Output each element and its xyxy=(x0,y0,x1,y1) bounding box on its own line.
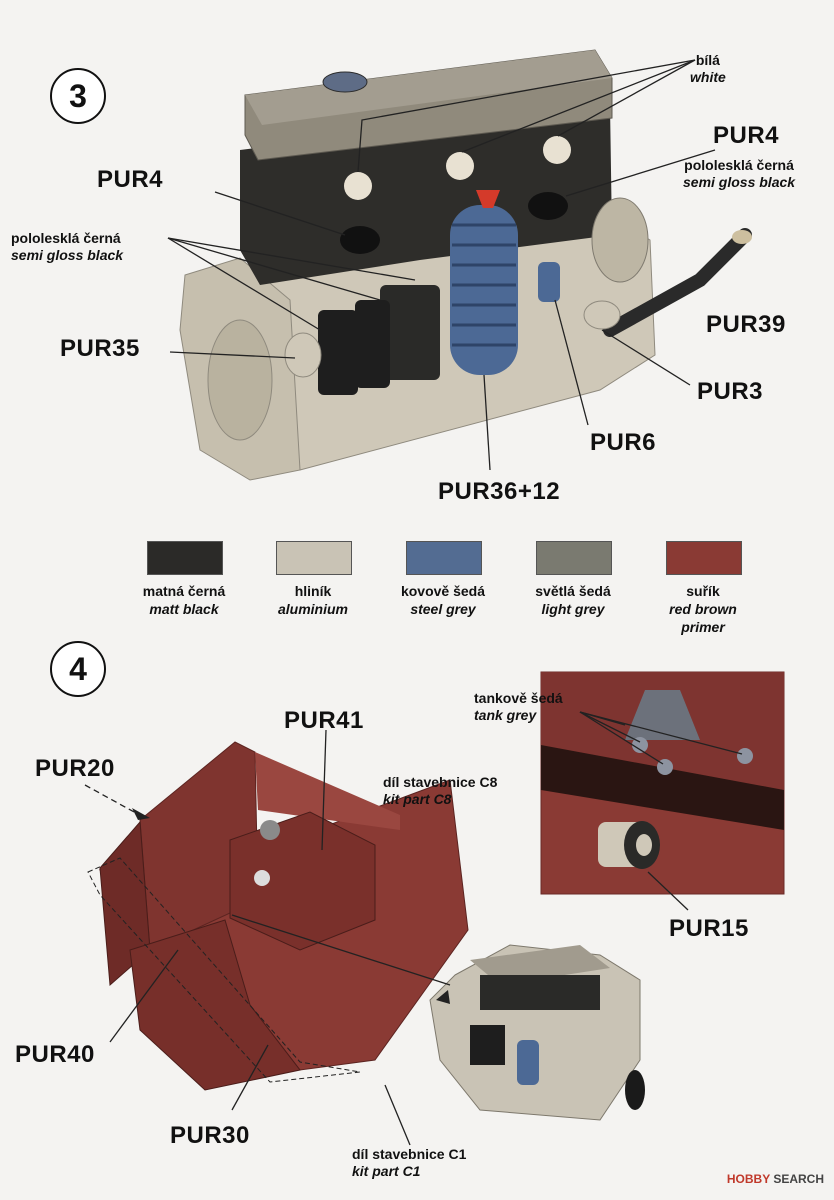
label-pur6: PUR6 xyxy=(590,429,657,456)
label-pur41: PUR41 xyxy=(284,707,364,734)
engine-small-illustration xyxy=(429,944,645,1121)
swatch-steel-grey xyxy=(406,541,482,575)
step-4-marker: 4 xyxy=(50,641,106,697)
step-3-marker: 3 xyxy=(50,68,106,124)
swatch-matt-black xyxy=(147,541,223,575)
leader-lines-step3 xyxy=(167,59,716,471)
label-pur4-right: PUR4 xyxy=(713,122,780,149)
label-pur39: PUR39 xyxy=(706,311,786,338)
label-pur15: PUR15 xyxy=(669,915,749,942)
watermark: HOBBY SEARCH xyxy=(726,1172,824,1186)
label-pur40: PUR40 xyxy=(15,1041,95,1068)
label-pur30: PUR30 xyxy=(170,1122,250,1149)
swatch-red-brown xyxy=(666,541,742,575)
swatch-light-grey xyxy=(536,541,612,575)
label-pur4-left: PUR4 xyxy=(97,166,164,193)
cabin-floor-illustration xyxy=(87,741,469,1091)
swatch-aluminium xyxy=(276,541,352,575)
detail-inset-tank xyxy=(540,671,785,895)
engine-illustration xyxy=(179,49,752,481)
watermark-brand: HOBBY xyxy=(726,1172,770,1186)
label-pur20: PUR20 xyxy=(35,755,115,782)
label-pur35: PUR35 xyxy=(60,335,140,362)
label-pur3: PUR3 xyxy=(697,378,764,405)
label-pur36-12: PUR36+12 xyxy=(438,478,561,505)
arrows xyxy=(132,808,450,1004)
leader-lines-step4 xyxy=(109,711,743,1146)
